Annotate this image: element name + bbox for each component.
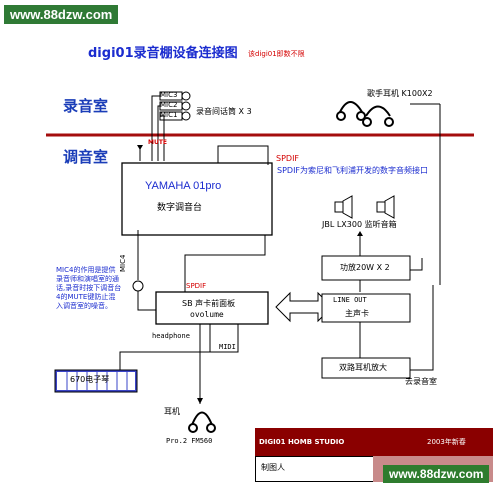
control-room-label: 调音室 <box>63 148 109 166</box>
headphone-amp-box <box>321 357 411 379</box>
mic1-label: MIC1 <box>160 111 178 119</box>
sound-card-volume: ovolume <box>190 310 224 319</box>
drawn-by-label: 制图人 <box>261 463 285 472</box>
recording-room-label: 录音室 <box>63 97 109 115</box>
mic4-note: MIC4的作用是提供录音师和演唱室的通话,录音时按下调音台4的MUTE键防止混入… <box>56 266 122 310</box>
speakers-label: JBL LX300 监听音箱 <box>322 220 397 229</box>
studio-name: DIGI01 HOMB STUDIO <box>259 438 345 446</box>
mic-count-label: 录音间话筒 X 3 <box>196 107 252 116</box>
headphone-amp-label: 双路耳机放大 <box>339 363 387 372</box>
mixer-box <box>121 162 273 236</box>
title-note: 该digi01即数不限 <box>248 50 305 58</box>
mute-label: MUTE <box>148 139 168 146</box>
spdif-note: SPDIF为索尼和飞利浦开发的数字音频接口 <box>277 166 429 175</box>
amp-label: 功放20W X 2 <box>340 263 390 272</box>
mixer-subtitle: 数字调音台 <box>157 203 203 213</box>
to-recording-room-label: 去录音室 <box>405 377 437 386</box>
watermark-top: www.88dzw.com <box>4 5 119 24</box>
diagram-title: digi01录音棚设备连接图 <box>88 46 238 61</box>
earphones-icon <box>188 411 216 433</box>
earphones-label: 耳机 <box>164 407 180 416</box>
line-out-subtitle: 主声卡 <box>345 309 369 318</box>
sound-card-name: SB 声卡前面板 <box>182 299 236 308</box>
midi-label: MIDI <box>219 343 236 351</box>
headphone-label: headphone <box>152 332 190 340</box>
earphones-model: Pro.2 FM560 <box>166 437 213 445</box>
line-out-box <box>321 293 411 323</box>
mixer-name: YAMAHA 01pro <box>145 180 222 192</box>
footer-year: 2003年新春 <box>427 438 466 446</box>
keyboard-label: 670电子琴 <box>70 375 110 384</box>
spdif-label-sb: SPDIF <box>186 282 207 290</box>
amp-box <box>321 255 411 281</box>
watermark-bottom: www.88dzw.com <box>383 465 490 483</box>
line-out-label: LINE OUT <box>333 296 367 304</box>
mic2-label: MIC2 <box>160 101 178 109</box>
mic3-label: MIC3 <box>160 91 178 99</box>
singer-headphones-label: 歌手耳机 K100X2 <box>367 89 433 98</box>
singer-headphones-icon <box>336 101 394 127</box>
sound-card-panel-box <box>155 291 269 325</box>
monitor-speaker-icon <box>334 195 395 219</box>
spdif-label-top: SPDIF <box>276 154 300 163</box>
